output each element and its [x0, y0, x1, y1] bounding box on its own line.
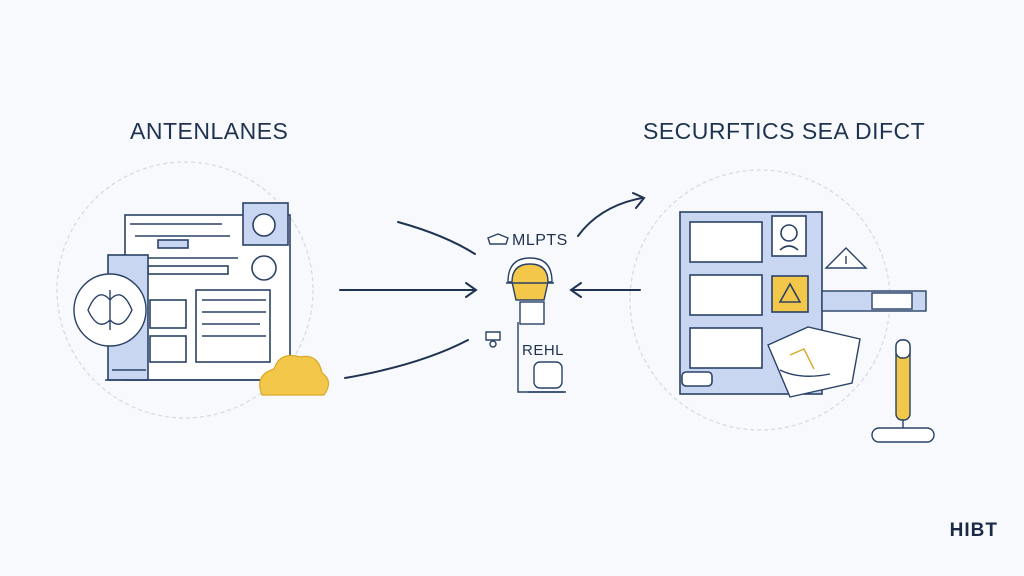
pen-icon	[871, 339, 935, 443]
left-round-emblem-icon	[73, 273, 147, 347]
drawer-icon	[821, 290, 927, 312]
gold-cloud-icon	[259, 354, 330, 396]
arrow-upper-left-curve	[397, 221, 476, 255]
open-box-icon	[767, 326, 861, 398]
arrow-upper-right-curve	[577, 197, 643, 237]
left-document-illustration	[105, 202, 291, 381]
tent-alert-icon	[824, 247, 868, 269]
left-dashed-ring	[56, 161, 314, 419]
center-small-icons	[485, 233, 566, 393]
connector-arrows	[339, 192, 646, 379]
left-panel-title: ANTENLANES	[130, 118, 289, 144]
center-bottom-label: REHL	[522, 342, 565, 359]
arrow-lower-left-curve	[344, 339, 469, 379]
brand-logo: HIBT	[949, 520, 998, 541]
right-panel-title: SECURFTICS SEA DIFCT	[643, 118, 926, 144]
center-top-label: MLPTS	[512, 232, 568, 249]
